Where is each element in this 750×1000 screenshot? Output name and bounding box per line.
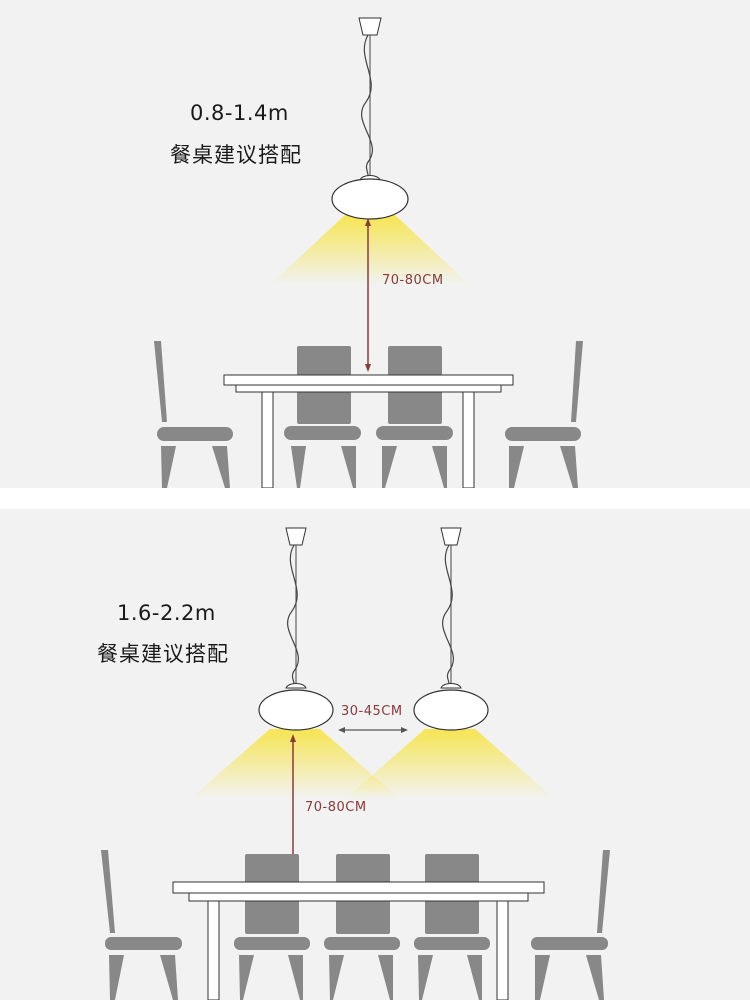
double-lamp-illustration <box>101 527 610 1000</box>
light-beam <box>190 729 400 799</box>
dining-chair-icon <box>414 854 490 1000</box>
dining-table-icon <box>223 374 514 488</box>
range-label: 1.6-2.2m <box>117 601 216 625</box>
single-lamp-panel: 0.8-1.4m 餐桌建议搭配 70-80CM <box>0 0 750 488</box>
subtitle: 餐桌建议搭配 <box>170 143 302 167</box>
light-beam <box>345 729 555 799</box>
spacing-label: 30-45CM <box>341 704 403 719</box>
range-label: 0.8-1.4m <box>190 101 289 125</box>
dining-chair-icon <box>505 341 583 488</box>
spacing-dimension <box>338 727 408 733</box>
dining-chair-icon <box>101 850 182 1000</box>
dining-chair-icon <box>284 346 361 488</box>
dining-table-icon <box>172 881 545 1000</box>
pendant-lamp-icon <box>331 17 409 220</box>
dining-chair-icon <box>324 854 400 1000</box>
subtitle: 餐桌建议搭配 <box>97 642 229 666</box>
pendant-lamp-icon <box>258 527 334 731</box>
dining-chair-icon <box>234 854 310 1000</box>
height-label: 70-80CM <box>382 273 444 288</box>
height-label: 70-80CM <box>305 800 367 815</box>
dining-chair-icon <box>154 341 233 488</box>
dining-chair-icon <box>531 850 610 1000</box>
light-beam <box>270 215 470 285</box>
pendant-lamp-icon <box>413 527 489 731</box>
double-lamp-panel: 1.6-2.2m 餐桌建议搭配 30-45CM 70-80CM <box>0 509 750 1000</box>
height-dimension <box>365 218 371 372</box>
dining-chair-icon <box>376 346 453 488</box>
single-lamp-illustration <box>154 17 583 488</box>
